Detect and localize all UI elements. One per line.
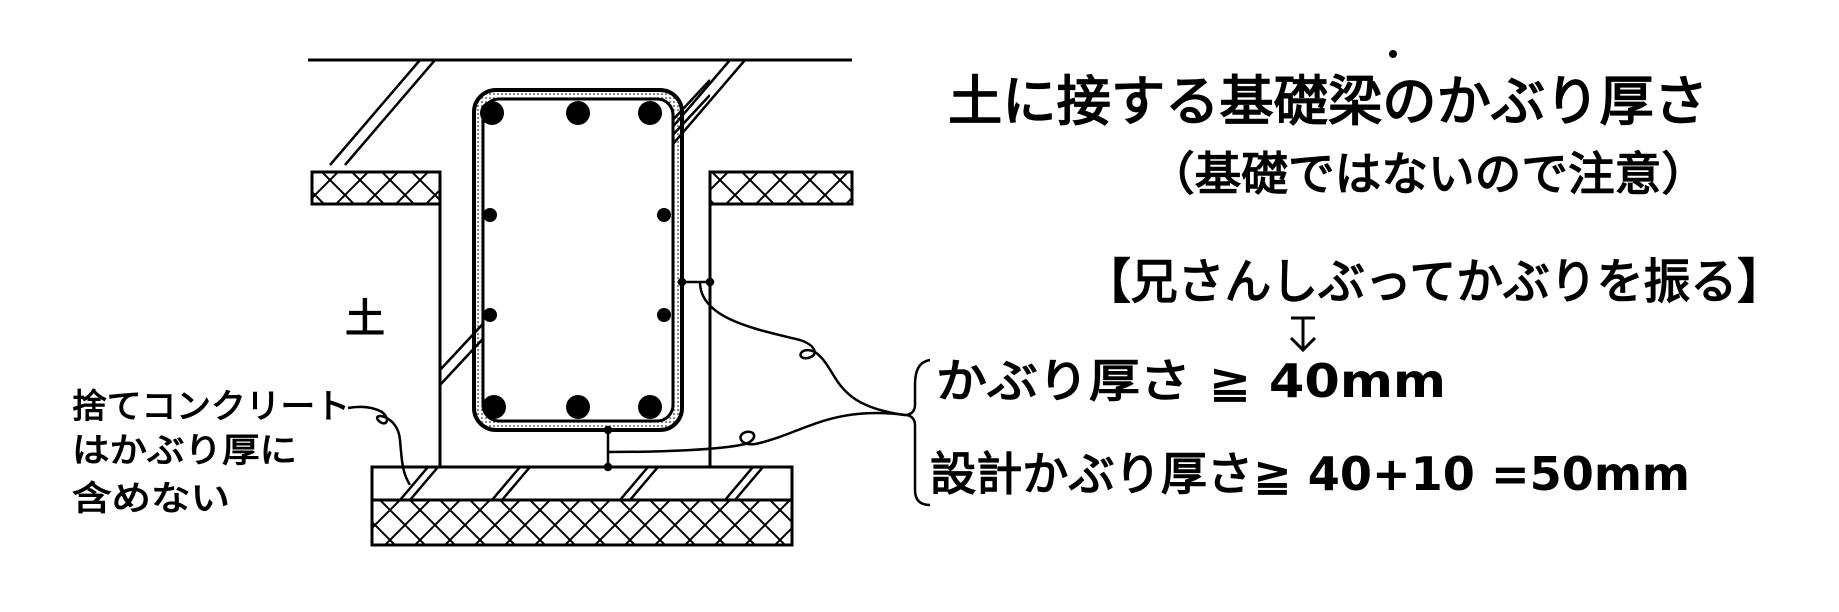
diagram-subtitle: （基礎ではないので注意） (1148, 147, 1708, 201)
bottom-cover-leader (607, 411, 906, 454)
diagram-title: 土に接する基礎梁のかぶり厚さ (948, 70, 1708, 133)
rebar-3 (638, 101, 662, 125)
lean-concrete-hatch (399, 467, 764, 500)
right-insulation-strip (708, 170, 854, 206)
soil-label: 土 (345, 296, 385, 342)
mnemonic-phrase: 【兄さんしぶってかぶりを振る】 (1084, 254, 1784, 310)
mnemonic-arrow (1289, 316, 1317, 353)
design-cover-requirement: 設計かぶり厚さ≧ 40+10 =50mm (930, 447, 1690, 501)
rebar-10 (638, 395, 662, 419)
rebar-1 (480, 101, 504, 125)
gravel-base (370, 498, 794, 547)
rebar-7 (657, 308, 671, 322)
dimension-brace (904, 358, 931, 507)
title-dot-mark (1389, 50, 1397, 58)
cover-requirement: かぶり厚さ ≧ 40mm (936, 354, 1446, 408)
rebar-6 (483, 308, 497, 322)
cover-leaders (603, 277, 931, 507)
main-rebars (480, 101, 671, 419)
left-insulation-strip (310, 170, 442, 206)
rebar-cage (472, 88, 684, 432)
lean-concrete-note-line-2: はかぶり厚に (72, 431, 297, 471)
rebar-8 (482, 395, 506, 419)
side-cover-leader (698, 281, 906, 417)
rebar-5 (657, 208, 671, 222)
lean-concrete-note-leader (347, 405, 412, 486)
rebar-9 (566, 395, 590, 419)
lean-concrete-note-line-1: 捨てコンクリート (72, 387, 350, 427)
lean-concrete-note-line-3: 含めない (72, 479, 230, 519)
rebar-2 (566, 101, 590, 125)
stirrup-inner (481, 97, 675, 423)
rebar-4 (483, 208, 497, 222)
